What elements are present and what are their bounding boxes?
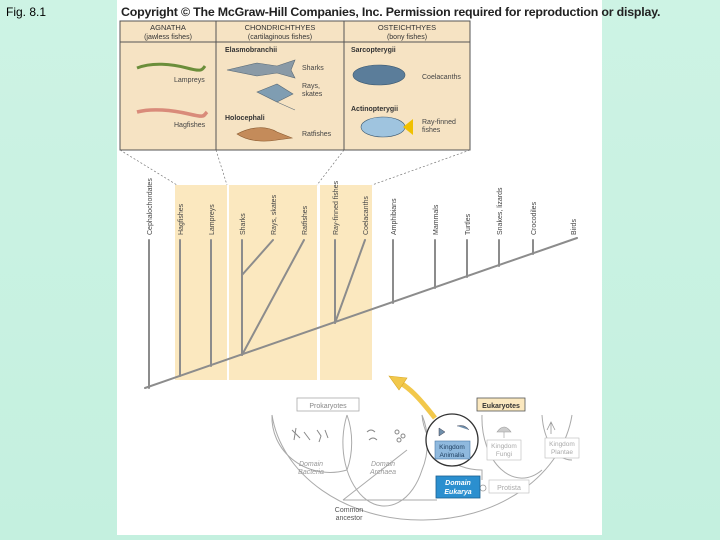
chondrichthyes-header: CHONDRICHTHYES — [245, 23, 316, 32]
fungi-box — [486, 439, 522, 461]
taxon-label: Amphibians — [391, 198, 398, 235]
taxon-label: Birds — [571, 219, 578, 235]
lamprey-illustration — [136, 62, 207, 72]
rays-label-line2: skates — [302, 91, 323, 98]
rayfinned-label-line1: Ray-finned — [422, 119, 456, 126]
rayfinned-label-line2: fishes — [422, 127, 441, 134]
animal-icons — [438, 425, 470, 437]
fungi-label-line2: Fungi — [496, 451, 512, 458]
animalia-label-line2: Animalia — [440, 452, 465, 459]
ratfish-illustration — [236, 127, 294, 142]
protista-label: Protista — [497, 485, 521, 492]
sharks-label: Sharks — [302, 65, 324, 72]
eukarya-label-line1: Domain — [445, 480, 471, 487]
bacteria-label-line2: Bacteria — [298, 469, 324, 476]
microbe-icons — [291, 427, 406, 443]
plant-icon — [546, 421, 556, 434]
rayfinned-fish-tail — [403, 119, 413, 135]
tree-branches — [144, 237, 578, 389]
taxon-label: Coelacanths — [363, 196, 370, 235]
common-ancestor-line2: ancestor — [336, 515, 364, 522]
bacteria-label-line1: Domain — [299, 461, 323, 468]
actinopterygii-label: Actinopterygii — [351, 106, 398, 113]
tree-labels: Cephalochordates Hagfishes Lampreys Shar… — [147, 178, 578, 235]
taxon-label: Turtles — [465, 213, 472, 235]
chondrichthyes-subheader: (cartilaginous fishes) — [248, 34, 312, 41]
ratfishes-label: Ratfishes — [302, 131, 332, 138]
hagfishes-label: Hagfishes — [174, 122, 206, 129]
coelacanth-illustration — [352, 64, 406, 86]
copyright-notice: Copyright © The McGraw-Hill Companies, I… — [121, 5, 661, 19]
taxon-label: Rays, skates — [271, 194, 278, 235]
taxon-label: Mammals — [433, 204, 440, 235]
osteichthyes-subheader: (bony fishes) — [387, 34, 427, 41]
taxon-label: Crocodiles — [531, 201, 538, 235]
protista-box — [488, 479, 530, 494]
prokaryotes-box — [296, 397, 360, 412]
table-connectors — [119, 149, 471, 186]
taxon-label: Cephalochordates — [147, 178, 154, 235]
common-ancestor-line1: Common — [335, 507, 364, 514]
plantae-label-line1: Kingdom — [549, 441, 575, 448]
taxon-label: Snakes, lizards — [497, 187, 504, 235]
highlight-arrow — [397, 379, 437, 420]
archaea-label-line2: Archaea — [369, 469, 396, 476]
figure-panel: Copyright © The McGraw-Hill Companies, I… — [117, 0, 661, 535]
animalia-box — [434, 440, 471, 460]
elasmobranchii-label: Elasmobranchii — [225, 47, 277, 54]
rayfinned-fish-illustration — [360, 116, 406, 138]
protist-icon — [479, 484, 487, 492]
phylogeny-figure: AGNATHA (jawless fishes) CHONDRICHTHYES … — [119, 20, 580, 522]
tree-highlights — [175, 185, 372, 380]
rays-label-line1: Rays, — [302, 83, 320, 90]
eukaryotes-label: Eukaryotes — [482, 403, 520, 410]
archaea-label-line1: Domain — [371, 461, 395, 468]
taxon-label: Hagfishes — [178, 203, 185, 235]
animalia-label-line1: Kingdom — [439, 444, 465, 451]
highlight-arrow-head — [388, 375, 408, 391]
agnatha-subheader: (jawless fishes) — [144, 34, 192, 41]
holocephali-label: Holocephali — [225, 115, 265, 122]
plantae-label-line2: Plantae — [551, 449, 573, 456]
ray-illustration — [256, 83, 296, 111]
sarcopterygii-label: Sarcopterygii — [351, 47, 396, 54]
lampreys-label: Lampreys — [174, 77, 205, 84]
hagfish-illustration — [136, 108, 209, 118]
osteichthyes-header: OSTEICHTHYES — [378, 23, 436, 32]
plantae-box — [544, 437, 580, 459]
eukarya-box — [435, 475, 481, 499]
taxon-label: Ratfishes — [302, 205, 309, 235]
eukaryotes-box — [476, 397, 526, 412]
fungi-label-line1: Kingdom — [491, 443, 517, 450]
taxon-label: Ray-finned fishes — [333, 180, 340, 235]
taxon-label: Lampreys — [209, 204, 216, 235]
figure-label: Fig. 8.1 — [6, 5, 47, 19]
eukarya-label-line2: Eukarya — [444, 489, 471, 496]
taxon-label: Sharks — [240, 213, 247, 235]
prokaryotes-label: Prokaryotes — [309, 403, 347, 410]
shark-illustration — [226, 59, 296, 79]
coelacanths-label: Coelacanths — [422, 74, 461, 81]
mushroom-icon — [496, 426, 512, 438]
agnatha-header: AGNATHA — [150, 23, 186, 32]
